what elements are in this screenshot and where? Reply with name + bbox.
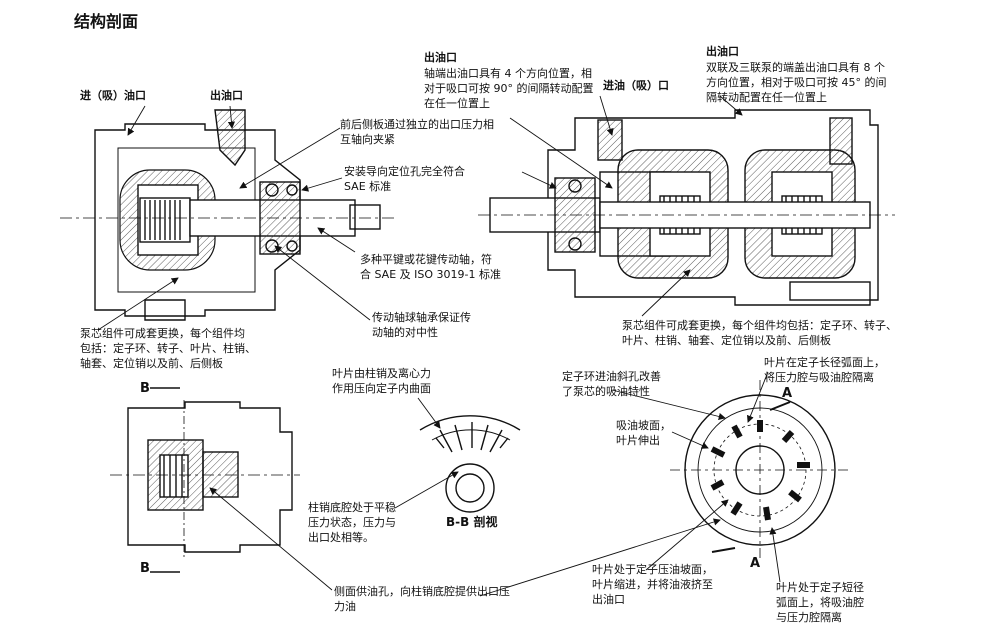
callout-pin-chamber: 柱销底腔处于平稳 压力状态，压力与 出口处相等。 (308, 501, 396, 544)
callout-side-plates: 前后侧板通过独立的出口压力相 互轴向夹紧 (340, 118, 494, 146)
inlet-label-left: 进（吸）油口 (80, 89, 146, 102)
inlet-label-right: 进油（吸）口 (603, 79, 669, 92)
outlet1-desc: 轴端出油口具有 4 个方向位置，相 对于吸口可按 90° 的间隔转动配置 在任一… (424, 67, 594, 110)
callout-stator-holes: 定子环进油斜孔改善 了泵芯的吸油特性 (562, 370, 661, 398)
page-title: 结构剖面 (74, 12, 139, 31)
section-a-bottom: A (750, 556, 761, 571)
callout-cartridge-left: 泵芯组件可成套更换，每个组件均 包括：定子环、转子、叶片、柱销、 轴套、定位销以… (80, 327, 256, 370)
section-b-bottom: B (140, 561, 150, 576)
callout-vane-force: 叶片由柱销及离心力 作用压向定子内曲面 (332, 367, 431, 395)
outlet2-title: 出油口 (706, 45, 739, 58)
side-section (110, 387, 300, 573)
bb-section-view (419, 415, 521, 513)
section-b-top: B (140, 381, 150, 396)
callout-cartridge-right: 泵芯组件可成套更换，每个组件均包括：定子环、转子、 叶片、柱销、轴套、定位销以及… (622, 319, 897, 347)
single-pump-section (60, 109, 395, 321)
callout-short-arc: 叶片处于定子短径 弧面上，将吸油腔 与压力腔隔离 (776, 581, 864, 624)
callout-pilot: 安装导向定位孔完全符合 SAE 标准 (344, 165, 465, 193)
callout-suction-ramp: 吸油坡面， 叶片伸出 (616, 419, 671, 447)
section-a-top: A (782, 386, 793, 401)
bb-caption: B-B 剖视 (446, 515, 498, 529)
leader-lines (97, 95, 781, 597)
outlet2-desc: 双联及三联泵的端盖出油口具有 8 个 方向位置，相对于吸口可按 45° 的间 隔… (706, 61, 887, 104)
callout-shaft: 多种平键或花键传动轴，符 合 SAE 及 ISO 3019-1 标准 (360, 253, 501, 281)
callout-pressure-ramp: 叶片处于定子压油坡面， 叶片缩进，并将油液挤至 出油口 (592, 563, 713, 606)
double-pump-section (478, 109, 895, 306)
callout-side-feed: 侧面供油孔，向柱销底腔提供出口压 力油 (334, 585, 510, 613)
outlet-label-left: 出油口 (210, 89, 243, 102)
callout-long-arc: 叶片在定子长径弧面上， 将压力腔与吸油腔隔离 (764, 356, 885, 384)
outlet1-title: 出油口 (424, 51, 457, 64)
callout-bearing: 传动轴球轴承保证传 动轴的对中性 (372, 311, 471, 339)
stator-rotor-view (670, 380, 850, 560)
